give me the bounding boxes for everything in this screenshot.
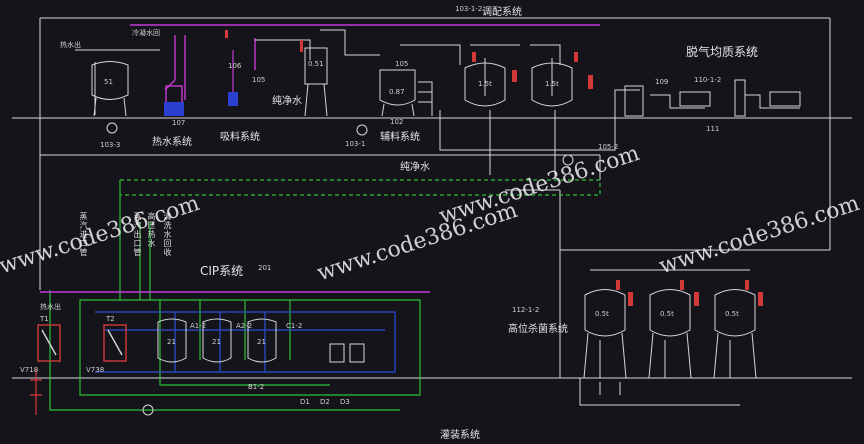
sterilization-tank-2	[648, 289, 692, 379]
hot-water-out-label: 热水出	[60, 41, 81, 49]
degassing-equipment	[624, 79, 801, 117]
cip-heaters	[37, 324, 127, 362]
vertical-label-wash-return: 清洗水回收	[163, 212, 172, 257]
heater-label-t1: T1	[40, 315, 49, 323]
pump-id-103-3: 103-3	[100, 141, 121, 149]
auxiliary-tank	[379, 69, 433, 117]
red-cip-manifold	[30, 370, 42, 415]
red-valves	[225, 30, 763, 306]
equipment-id-111: 111	[706, 125, 720, 133]
tank-label-087: 0.87	[389, 88, 405, 96]
process-piping	[75, 29, 800, 406]
degas-system-title: 脱气均质系统	[686, 45, 759, 59]
top-hot-water-out-label: 热水出	[40, 303, 61, 311]
high-sterilization-system-title: 高位杀菌系统	[508, 324, 568, 335]
blending-tank-2	[531, 58, 573, 107]
pump-id-105-2: 105-2	[598, 143, 619, 151]
valve-label-a12: A1-2	[190, 322, 207, 330]
heat-exchanger-107	[164, 85, 184, 116]
pump-id-103-1: 103-1	[345, 140, 366, 148]
degas-id: 110-1-2	[694, 76, 722, 84]
tank-label-051: 0.51	[308, 60, 324, 68]
heater-label-t2: T2	[106, 315, 115, 323]
pure-water-label-1: 纯净水	[272, 96, 302, 107]
vertical-label-steam-in: 蒸汽进口管	[79, 212, 88, 257]
condensate-return-label: 冷凝水回	[132, 29, 160, 37]
valve-label-b12: B1-2	[248, 383, 265, 391]
cip-tank-label-c: 21	[257, 338, 266, 346]
blending-tank-1	[464, 58, 506, 107]
valve-label-v718: V718	[20, 366, 39, 374]
cip-tanks	[157, 318, 365, 363]
suction-system-title: 吸料系统	[220, 132, 260, 143]
cip-id: 201	[258, 264, 272, 272]
tank-label-15-b: 1.5t	[545, 80, 559, 88]
equipment-id-105: 105	[252, 76, 266, 84]
vertical-label-hp-hot-water: 高压热水	[147, 212, 156, 248]
equipment-id-102: 102	[390, 118, 404, 126]
cip-tank-label-a: 21	[167, 338, 176, 346]
cip-green-piping	[49, 179, 601, 411]
tank-label-05-a: 0.5t	[595, 310, 609, 318]
auxiliary-system-title: 辅料系统	[380, 132, 420, 143]
equipment-id-106: 106	[228, 62, 242, 70]
equipment-id-109: 109	[655, 78, 669, 86]
pure-water-label-2: 纯净水	[400, 162, 430, 173]
cip-tank-label-b: 21	[212, 338, 221, 346]
valve-label-v738: V738	[86, 366, 105, 374]
vertical-label-steam-out: 蒸汽出口管	[133, 212, 142, 257]
valve-label-d1: D1	[300, 398, 310, 406]
outer-frame	[12, 17, 852, 379]
blending-system-title: 调配系统	[482, 7, 522, 18]
valve-label-d2: D2	[320, 398, 330, 406]
equipment-id-105b: 105	[395, 60, 409, 68]
tank-label-15-a: 1.5t	[478, 80, 492, 88]
sterilization-tank-1	[583, 289, 627, 379]
pumps	[106, 122, 574, 416]
sterilization-tank-3	[713, 289, 757, 379]
tank-label-05-c: 0.5t	[725, 310, 739, 318]
high-sterilization-id: 112-1-2	[512, 306, 540, 314]
tank-label-05-b: 0.5t	[660, 310, 674, 318]
blending-id: 103-1-2	[455, 5, 483, 13]
equipment-id-107: 107	[172, 119, 186, 127]
valve-label-a22: A2-2	[236, 322, 253, 330]
cip-system-title: CIP系统	[200, 264, 244, 278]
tank-label-51: 51	[104, 78, 113, 86]
suction-unit	[228, 50, 238, 106]
filling-system-title: 灌装系统	[440, 430, 480, 441]
valve-label-c12: C1-2	[286, 322, 303, 330]
hot-water-tank	[91, 61, 129, 117]
valve-label-d3: D3	[340, 398, 350, 406]
small-vessel	[304, 47, 328, 117]
hot-water-system-title: 热水系统	[152, 137, 192, 148]
